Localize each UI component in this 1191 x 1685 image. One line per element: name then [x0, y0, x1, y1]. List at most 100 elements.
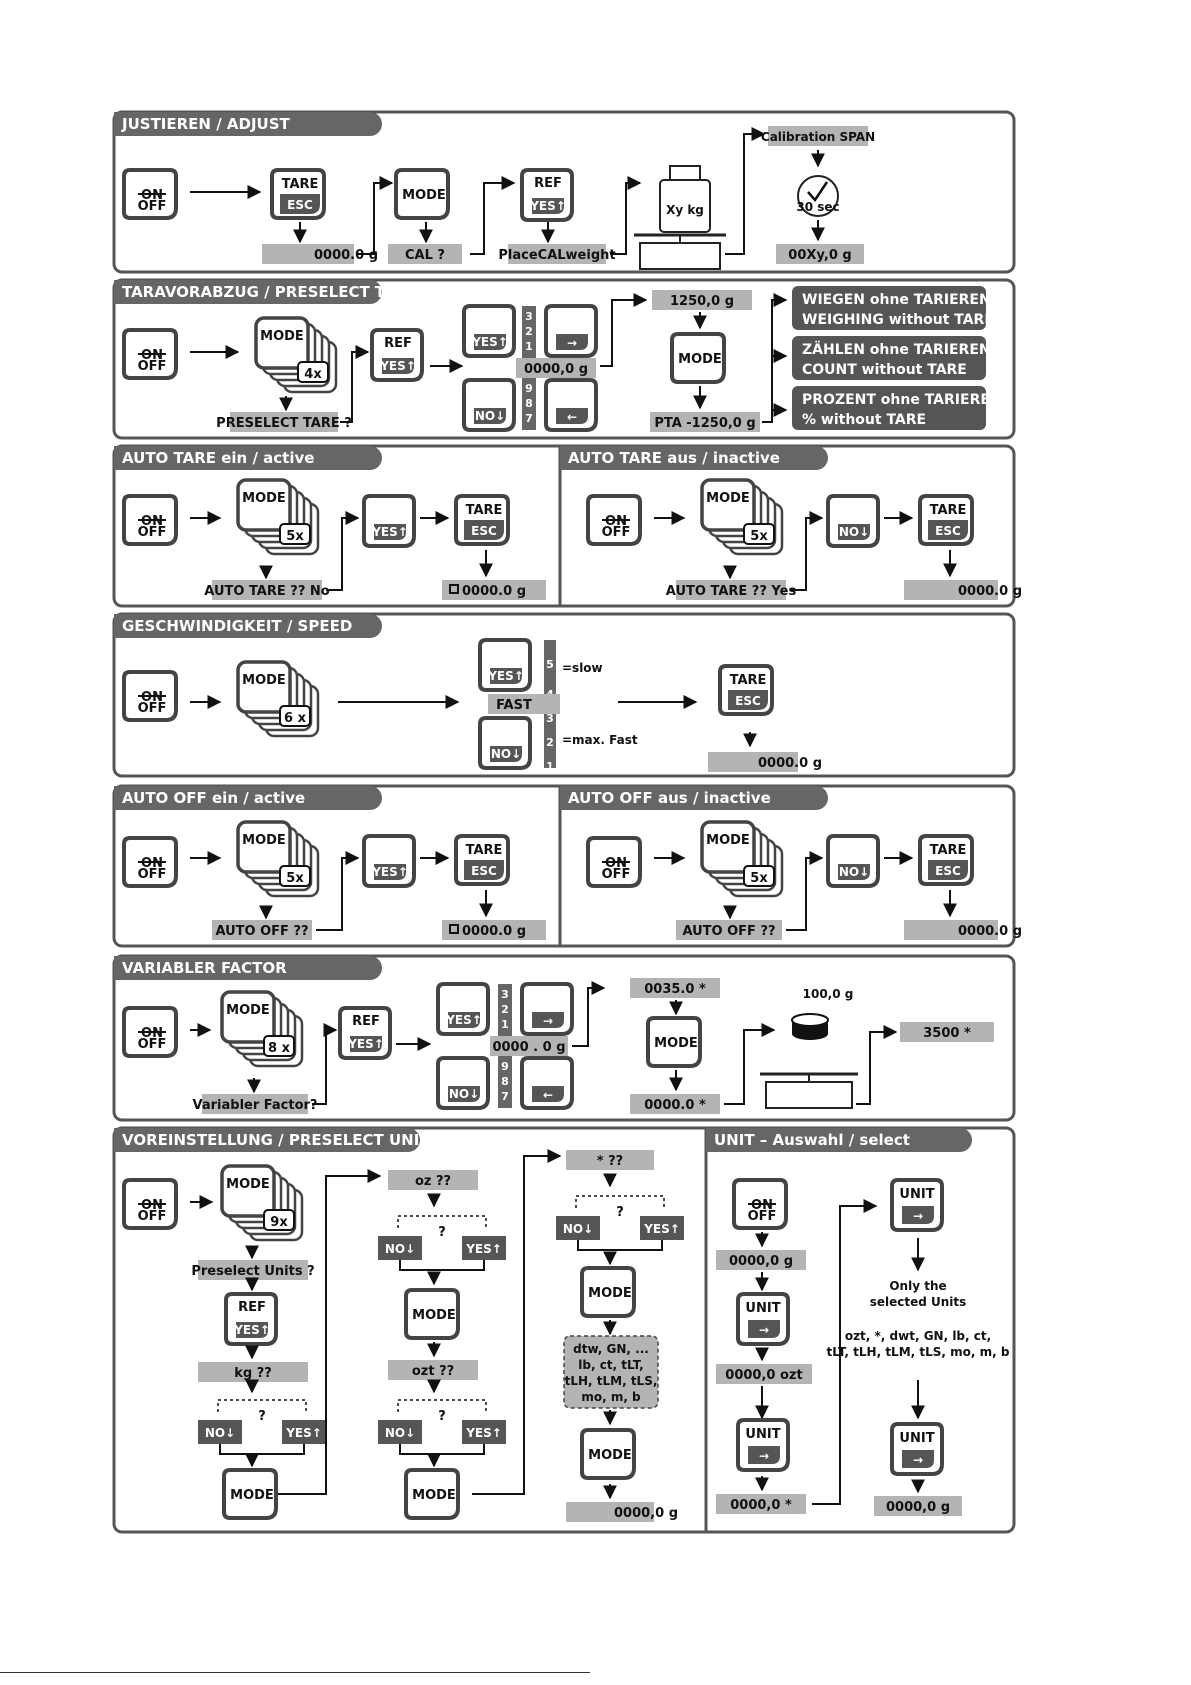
mode-button[interactable]: MODE	[404, 1288, 460, 1340]
left-arrow-button[interactable]: ←	[520, 1056, 574, 1110]
left-arrow-button[interactable]: ←	[544, 378, 598, 432]
key-lower	[382, 358, 414, 374]
mode-button[interactable]: MODE	[670, 332, 726, 384]
key-label-lower: ESC	[471, 864, 497, 878]
right-arrow-button[interactable]: →	[520, 982, 574, 1036]
digit-down: 8	[525, 397, 533, 410]
digit-down: 9	[525, 382, 533, 395]
yes-up-button[interactable]: YES↑	[462, 304, 516, 358]
yes-up-button[interactable]: YES↑	[478, 638, 532, 692]
count-badge	[279, 705, 311, 727]
ref-yes-button[interactable]: YES↑	[224, 1292, 278, 1346]
arrow-glyph: →	[567, 336, 577, 350]
ref-yes-button[interactable]: YES↑	[338, 1006, 392, 1060]
no-button[interactable]: NO↓	[826, 494, 880, 548]
key-body	[404, 1288, 460, 1340]
count-label: 5x	[750, 871, 768, 886]
display-box	[212, 580, 322, 600]
weight-label: 100,0 g	[803, 987, 854, 1001]
yes-button[interactable]: YES↑	[362, 834, 416, 888]
key-lower	[374, 864, 406, 880]
key-body	[222, 1468, 278, 1520]
mode-button[interactable]: MODE	[222, 1468, 278, 1520]
span-label: Calibration SPAN	[761, 126, 875, 146]
dashed-bracket	[575, 1195, 665, 1208]
key-lower	[556, 408, 588, 424]
merge-line	[399, 1444, 485, 1455]
unit-oz-prompt: oz ??	[388, 1170, 478, 1190]
yes-up-button[interactable]: YES↑	[436, 982, 490, 1036]
display-text: 00Xy,0 g	[788, 248, 851, 263]
flow-arrow	[725, 127, 766, 255]
mode-button[interactable]: MODE	[404, 1468, 460, 1520]
no-button[interactable]: NO↓	[826, 834, 880, 888]
unit-button[interactable]: UNIT→	[890, 1178, 944, 1232]
mode-button[interactable]: MODE	[580, 1266, 636, 1318]
factor-prompt: Variabler Factor?	[193, 1094, 317, 1114]
adjust-display-cal: CAL ?	[388, 244, 462, 264]
ref-yes-button[interactable]: YES↑	[370, 328, 424, 382]
unit-button[interactable]: UNIT→	[736, 1292, 790, 1346]
star-choice: ?NO↓YES↑	[556, 1195, 684, 1251]
display-text: 1250,0 g	[670, 294, 734, 309]
mode-button[interactable]: MODE	[394, 168, 450, 220]
factor-value-display: 0035.0 *	[630, 978, 720, 998]
right-arrow-button[interactable]: →	[544, 304, 598, 358]
digit-up: 1	[501, 1018, 509, 1031]
scale-base	[639, 242, 721, 270]
unit-button[interactable]: UNIT→	[736, 1418, 790, 1472]
auto-off-prompt: AUTO OFF ??	[212, 920, 312, 940]
no-down-button[interactable]: NO↓	[436, 1056, 490, 1110]
section-title: AUTO TARE aus / inactive	[568, 449, 780, 467]
section-title: UNIT – Auswahl / select	[714, 1131, 910, 1149]
unit-options-line: tLT, tLH, tLM, tLS, mo, m, b	[827, 1345, 1010, 1359]
mode-button[interactable]: MODE	[580, 1428, 636, 1480]
key-label: TARE	[730, 673, 767, 688]
flow-arrow	[572, 981, 606, 1047]
tab-preselect-tare: TARAVORABZUG / PRESELECT TARE	[114, 280, 417, 304]
key-label-lower: OFF	[138, 701, 167, 716]
no-down-button[interactable]: NO↓	[462, 378, 516, 432]
flow-arrow	[786, 851, 824, 931]
adjust-display-place: PlaceCALweight	[498, 244, 616, 264]
yes-button[interactable]: YES↑	[362, 494, 416, 548]
display-box	[650, 412, 760, 432]
key-label: MODE	[242, 491, 286, 506]
key-label: MODE	[654, 1036, 698, 1051]
no-down-button[interactable]: NO↓	[478, 716, 532, 770]
mode-button[interactable]: MODE	[646, 1016, 702, 1068]
digit-down: 7	[501, 1090, 509, 1103]
unit-button[interactable]: UNIT→	[890, 1422, 944, 1476]
display-text: PTA -1250,0 g	[654, 416, 755, 431]
ref-label: REF	[534, 176, 562, 191]
digit-down: 7	[525, 412, 533, 425]
count-badge	[279, 523, 311, 545]
key-label: TARE	[930, 503, 967, 518]
ref-yes-button[interactable]: YES↑	[520, 168, 574, 222]
